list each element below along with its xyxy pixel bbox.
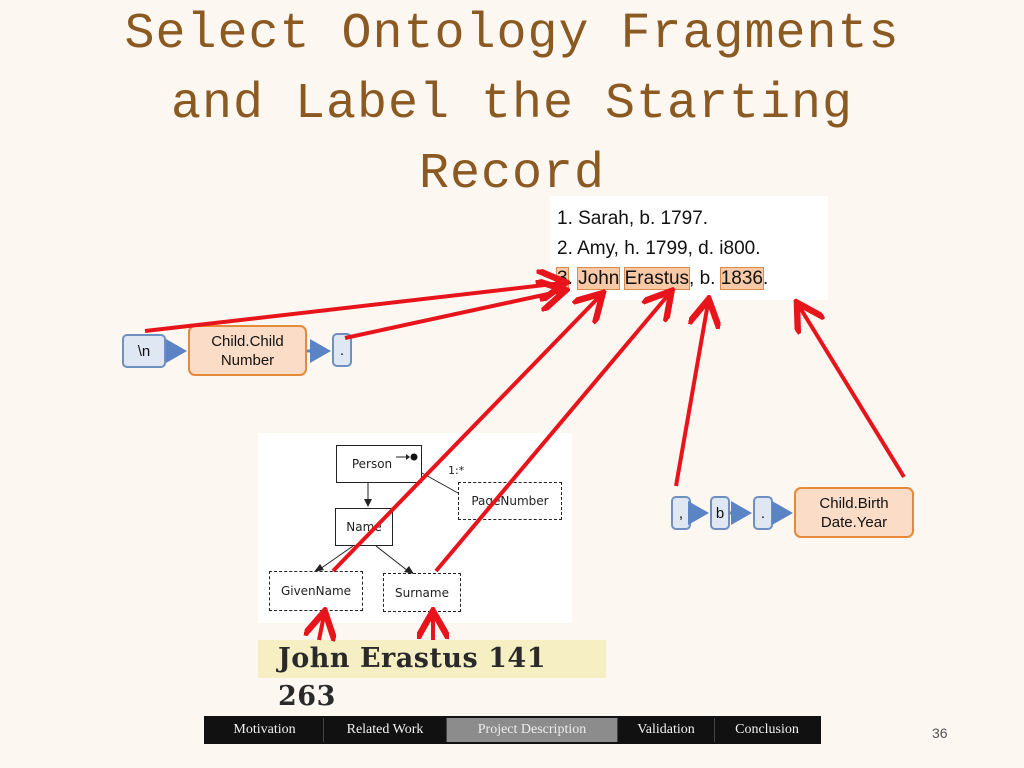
slide-title: Select Ontology Fragments and Label the … — [0, 0, 1024, 210]
b-token: b — [710, 496, 730, 530]
ontology-diagram: Person Name PageNumber GivenName Surname… — [258, 433, 572, 623]
record-birth-year: 1836 — [719, 267, 765, 290]
title-line-1: Select Ontology Fragments — [124, 6, 900, 63]
record-mid: , b. — [689, 268, 721, 289]
record-end: . — [763, 268, 769, 289]
given-name-label: GivenName — [280, 584, 352, 598]
nav-motivation[interactable]: Motivation — [206, 718, 324, 742]
record-child-number: 3 — [556, 267, 569, 290]
section-nav: Motivation Related Work Project Descript… — [204, 716, 821, 744]
nav-conclusion[interactable]: Conclusion — [735, 722, 799, 737]
ontology-connectors — [314, 453, 459, 574]
record-surname: Erastus — [623, 267, 691, 290]
title-line-3: Record — [418, 146, 606, 203]
record-line-2: 2. Amy, h. 1799, d. i800. — [557, 238, 761, 259]
page-number: 36 — [932, 725, 948, 741]
period-token: . — [332, 333, 352, 367]
record-sep: . — [567, 268, 573, 289]
nav-validation[interactable]: Validation — [618, 718, 715, 742]
nav-project-description[interactable]: Project Description — [447, 718, 618, 742]
record-line-1: 1. Sarah, b. 1797. — [557, 208, 709, 229]
surname-label: Surname — [395, 585, 449, 600]
birth-year-label: Child.Birth Date.Year — [794, 487, 914, 538]
record-line-3: 3. John Erastus, b. 1836. — [556, 264, 828, 294]
nav-related-work[interactable]: Related Work — [324, 718, 447, 742]
newline-token: \n — [122, 334, 166, 368]
handwritten-record-image: John Erastus 141 263 — [258, 640, 606, 712]
starting-record: 1. Sarah, b. 1797. 2. Amy, h. 1799, d. i… — [550, 196, 828, 300]
period-token-right: . — [753, 496, 773, 530]
title-line-2: and Label the Starting — [170, 76, 854, 133]
comma-token: , — [671, 496, 691, 530]
surname-class: Surname — [383, 573, 461, 612]
child-number-label: Child.Child Number — [188, 325, 307, 376]
record-given-name: John — [577, 267, 621, 290]
